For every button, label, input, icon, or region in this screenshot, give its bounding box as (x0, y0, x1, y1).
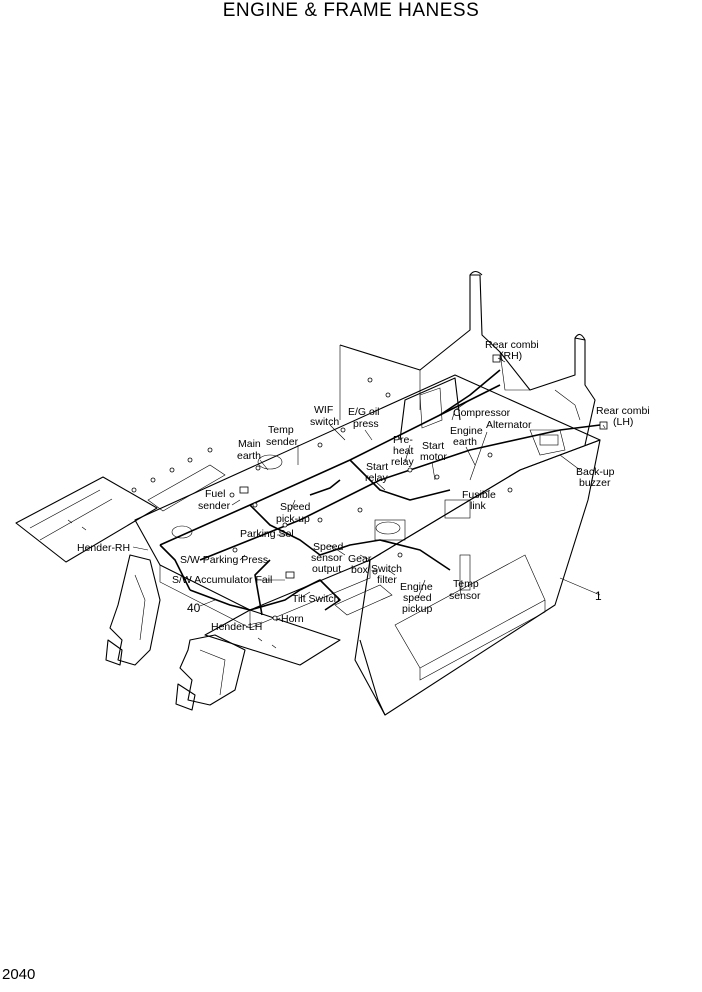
diagram-title: ENGINE & FRAME HANESS (222, 0, 480, 21)
label-main-earth-2: earth (237, 450, 261, 462)
label-start-relay: Start (366, 461, 388, 473)
label-rear-combi-rh: Rear combi (485, 339, 539, 351)
label-temp-sender-2: sender (266, 436, 299, 448)
chassis-box (354, 439, 601, 716)
callout-number-40: 40 (187, 601, 201, 615)
branch-wire-4 (159, 544, 191, 591)
label-start-motor-2: motor (420, 451, 447, 463)
label-sw-parking-press: S/W Parking Press (180, 554, 268, 566)
label-sw-accumulator-fail: S/W Accumulator Fail (172, 574, 272, 586)
label-speed-pickup-2: pick-up (276, 513, 310, 525)
branch-wire-3 (189, 589, 301, 611)
frame-drawing (15, 270, 601, 716)
branch-wire-7 (299, 579, 341, 611)
front-plate (15, 476, 158, 563)
label-temp-sensor: Temp (453, 578, 479, 590)
label-pre-heat-relay-2: heat (393, 445, 414, 457)
branch-wire-1 (249, 504, 321, 556)
label-alternator: Alternator (486, 419, 532, 431)
label-fuel-sender: Fuel (205, 488, 225, 500)
label-main-earth: Main (238, 438, 261, 450)
callout-number-1: 1 (595, 589, 602, 603)
label-pre-heat-relay: Pre- (393, 434, 413, 446)
label-wif-switch-2: switch (310, 416, 339, 428)
label-speed-sensor-output-3: output (312, 563, 341, 575)
label-engine-speed-pickup: Engine (400, 581, 433, 593)
label-temp-sensor-2: sensor (449, 590, 481, 602)
label-horn: Horn (281, 613, 304, 625)
label-temp-sender: Temp (268, 424, 294, 436)
branch-wire-6 (349, 459, 451, 501)
label-backup-buzzer: Back-up (576, 466, 615, 478)
branch-wire-2 (319, 539, 451, 571)
label-pre-heat-relay-3: relay (391, 456, 415, 468)
hender-lh-arm (179, 634, 246, 706)
label-eg-oil-press: E/G oil (348, 406, 380, 418)
label-speed-sensor-output-2: sensor (311, 552, 343, 564)
callout-labels: Rear combi (RH) Rear combi (LH) WIF swit… (77, 339, 650, 633)
label-switch-filter-2: filter (377, 574, 397, 586)
label-engine-speed-pickup-2: speed (403, 592, 432, 604)
hender-rh-arm (109, 554, 161, 666)
branch-wire-5 (439, 369, 501, 416)
leader-lines (132, 357, 606, 626)
label-tilt-switch: Tilt Switch (292, 593, 340, 605)
rear-frame-plate (339, 274, 596, 446)
label-speed-pickup: Speed (280, 501, 311, 513)
label-start-relay-2: relay (365, 472, 389, 484)
label-parking-sol: Parking Sol (240, 528, 294, 540)
label-wif-switch: WIF (314, 404, 333, 416)
page-number: 2040 (2, 966, 36, 983)
label-fusible-link: Fusible (462, 489, 496, 501)
label-engine-earth: Engine (450, 425, 483, 437)
fasteners (131, 354, 608, 621)
label-fuel-sender-2: sender (198, 500, 231, 512)
step-grid (147, 464, 393, 616)
label-hender-rh: Hender-RH (77, 542, 130, 554)
label-backup-buzzer-2: buzzer (579, 477, 611, 489)
label-fusible-link-2: link (470, 500, 487, 512)
label-rear-combi-lh-2: (LH) (613, 416, 633, 428)
label-hender-lh: Hender-LH (211, 621, 262, 633)
label-engine-earth-2: earth (453, 436, 477, 448)
label-rear-combi-lh: Rear combi (596, 405, 650, 417)
label-speed-sensor-output: Speed (313, 541, 344, 553)
label-switch-filter: Switch (371, 563, 402, 575)
label-gear-box: Gear (348, 553, 372, 565)
label-eg-oil-press-2: press (353, 418, 379, 430)
label-compressor: Compressor (453, 407, 511, 419)
label-engine-speed-pickup-3: pickup (402, 603, 433, 615)
label-gear-box-2: box (351, 564, 369, 576)
label-rear-combi-rh-2: (RH) (500, 350, 522, 362)
label-start-motor: Start (422, 440, 444, 452)
